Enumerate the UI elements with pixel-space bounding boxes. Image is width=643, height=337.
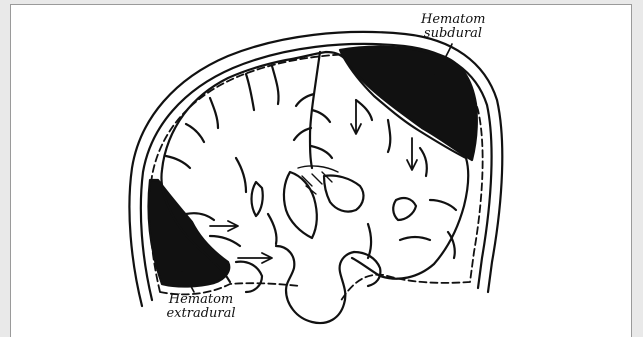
right-sulcus-5 xyxy=(400,237,430,240)
left-sulcus-6 xyxy=(236,158,246,192)
pressure-arrows xyxy=(210,100,417,263)
extradural-label-line-1: Hematom xyxy=(156,293,246,307)
left-sulcus-9 xyxy=(268,214,277,244)
arrow-right-1 xyxy=(210,221,238,231)
brainstem-cerebellum xyxy=(276,246,354,323)
right-sulcus-2 xyxy=(388,120,390,152)
arrow-down-1 xyxy=(351,100,361,134)
right-sulcus-4 xyxy=(430,200,456,210)
fissure-branch-left-2 xyxy=(294,128,311,140)
right-temporal-horn xyxy=(393,198,416,220)
subdural-label-line-2: subdural xyxy=(421,27,485,41)
arrow-down-2 xyxy=(407,138,417,170)
right-sulcus-3 xyxy=(420,148,427,176)
left-lateral-ventricle xyxy=(284,172,317,238)
left-sulcus-5 xyxy=(166,156,190,168)
left-cerebellar-lobe xyxy=(236,262,262,292)
extradural-hematoma-region xyxy=(149,180,230,287)
left-temporal-horn xyxy=(252,182,263,216)
extradural-label-line-2: extradural xyxy=(156,307,246,321)
right-sulcus-1 xyxy=(356,100,372,120)
extradural-hematoma-label: Hematom extradural xyxy=(156,293,246,321)
subdural-hematoma-label: Hematom subdural xyxy=(421,13,485,41)
fissure-branch-left-1 xyxy=(296,94,314,106)
fissure-branch-right-2 xyxy=(311,146,332,158)
left-sulcus-2 xyxy=(272,66,279,104)
left-sulcus-8 xyxy=(210,236,240,246)
left-sulcus-3 xyxy=(210,98,218,128)
left-sulcus-4 xyxy=(186,124,204,142)
left-sulcus-1 xyxy=(246,74,254,110)
right-sulcus-6 xyxy=(368,224,371,258)
subdural-label-line-1: Hematom xyxy=(421,13,485,27)
fissure-branch-right-1 xyxy=(312,110,330,122)
